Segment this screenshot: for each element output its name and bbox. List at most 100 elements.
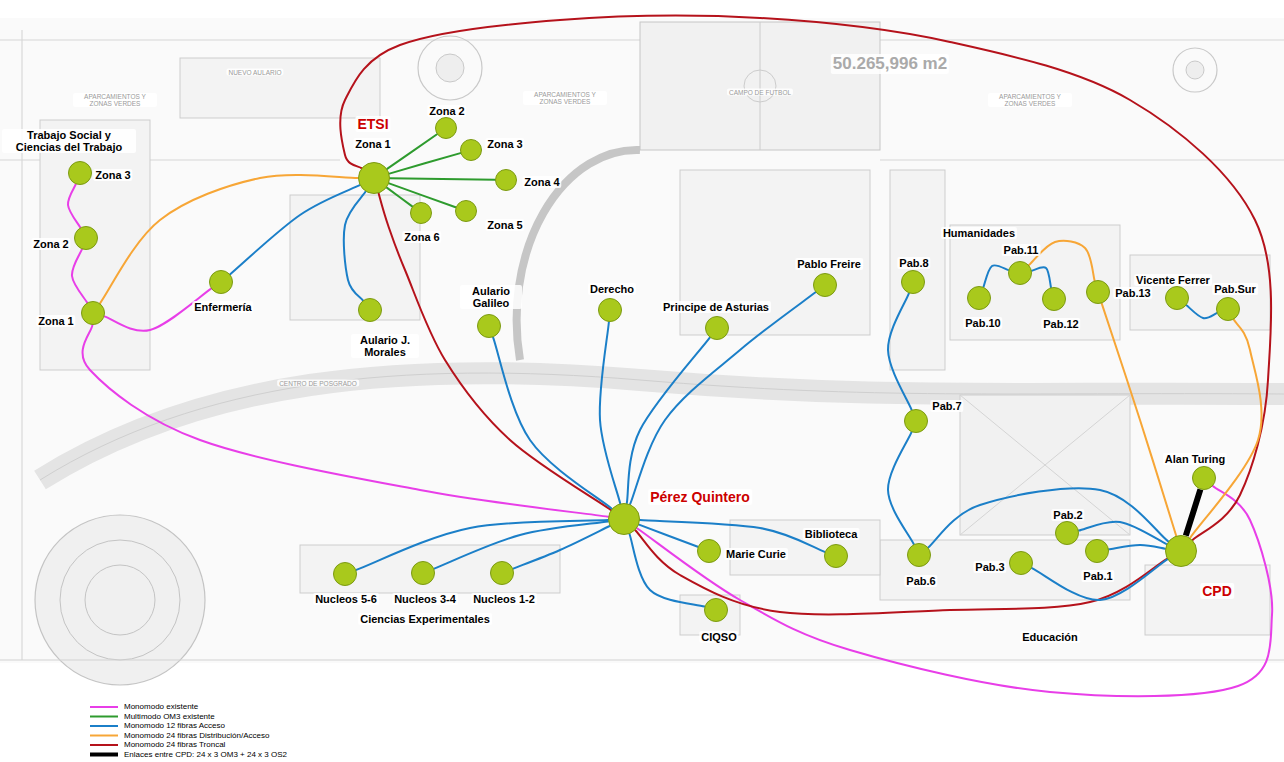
map-label: Educación (1020, 631, 1080, 643)
building (680, 595, 740, 635)
building (880, 540, 1130, 600)
fiber-link (387, 188, 412, 207)
node-label: CIQSO (699, 631, 738, 643)
network-node: Pab.Sur (1216, 297, 1240, 321)
node-label: CPD (1200, 583, 1234, 599)
node-label: Marie Curie (724, 548, 788, 560)
fiber-link (344, 192, 366, 301)
node-label: Pablo Freire (795, 258, 863, 270)
node-label: Zona 5 (485, 219, 524, 231)
network-node: Pablo Freire (813, 273, 837, 297)
fiber-link (984, 265, 1009, 287)
node-label: Nucleos 3-4 (392, 593, 458, 605)
node-label: Zona 2 (427, 105, 466, 117)
node-label: ETSI (355, 116, 390, 132)
fiber-link (600, 322, 620, 504)
network-node: Zona 2 (74, 226, 98, 250)
building (1145, 565, 1270, 635)
node-label: Vicente Ferrer (1134, 274, 1212, 286)
network-node: Zona 4 (495, 169, 517, 191)
building (890, 170, 945, 370)
fiber-link (493, 337, 612, 508)
legend-text: Multimodo OM3 existente (124, 713, 215, 721)
node-label: Zona 6 (402, 231, 441, 243)
fiber-link (72, 249, 87, 302)
fiber-link (68, 184, 80, 227)
network-node: Derecho (598, 298, 622, 322)
plaza (960, 395, 1130, 535)
map-label: Ciencias Experimentales (358, 613, 492, 625)
network-node: Principe de Asturias (705, 316, 729, 340)
node-label: Pab.2 (1051, 509, 1084, 521)
map-label: CAMPO DE FUTBOL (727, 89, 793, 96)
network-node: Pab.12 (1042, 287, 1066, 311)
fiber-link (390, 178, 495, 180)
node-label: Nucleos 1-2 (471, 593, 537, 605)
fiber-link (630, 534, 705, 607)
plaza-line (960, 395, 1130, 535)
fiber-link (1102, 303, 1177, 535)
legend-text: Enlaces entre CPD: 24 x 3 OM3 + 24 x 3 O… (124, 751, 287, 759)
network-node: Marie Curie (697, 539, 721, 563)
node-label: Biblioteca (803, 528, 860, 540)
network-node: Pab.8 (901, 270, 925, 294)
node-label: Pab.12 (1041, 318, 1080, 330)
map-label: APARCAMIENTOS Y ZONAS VERDES (73, 93, 157, 107)
plaza-line (960, 395, 1130, 535)
network-node: Biblioteca (824, 544, 848, 568)
node-label: Pab.1 (1081, 570, 1114, 582)
building (950, 225, 1120, 340)
node-label: Zona 2 (31, 238, 70, 250)
fiber-link (387, 134, 437, 169)
node-label: Zona 3 (93, 169, 132, 181)
network-node: Zona 6 (410, 202, 432, 224)
legend-sample (90, 753, 118, 757)
fiber-link (1032, 267, 1051, 287)
node-label: Humanidades (941, 227, 1017, 239)
node-label: Zona 1 (353, 138, 392, 150)
map-label: NUEVO AULARIO (226, 69, 283, 76)
fiber-link (83, 325, 609, 517)
network-node: Zona 1 (81, 301, 105, 325)
fiber-link (340, 16, 1271, 540)
node-label: Pab.Sur (1212, 283, 1258, 295)
legend-text: Monomodo 24 fibras Distribución/Acceso (124, 732, 269, 740)
road-line (0, 660, 1284, 661)
node-label: Pab.13 (1113, 287, 1152, 299)
fiber-link (434, 521, 608, 568)
map-label: 50.265,996 m2 (831, 54, 949, 74)
node-label: Pab.7 (930, 400, 963, 412)
node-label: Aulario Galileo (460, 285, 522, 309)
network-node: Zona 5 (455, 200, 477, 222)
node-label: Derecho (588, 283, 636, 295)
road-line (880, 160, 1284, 161)
fiber-link (356, 520, 608, 570)
legend-sample (90, 735, 118, 737)
node-label: Aulario J. Morales (351, 334, 419, 358)
network-node: Pab.2 (1055, 521, 1079, 545)
map-label: APARCAMIENTOS Y ZONAS VERDES (988, 93, 1072, 107)
network-node: Pab.10 (967, 286, 991, 310)
node-label: Pab.8 (897, 257, 930, 269)
node-label: Trabajo Social y Ciencias del Trabajo (2, 129, 136, 153)
fiber-link (230, 185, 360, 274)
network-node: Aulario Galileo (477, 314, 501, 338)
fiber-link (1186, 489, 1201, 535)
field-circle (744, 70, 776, 102)
network-node: Nucleos 5-6 (333, 562, 357, 586)
road-line (22, 30, 23, 660)
roundabout (436, 54, 464, 82)
legend-text: Monomodo 24 fibras Troncal (124, 741, 225, 749)
field-line (760, 22, 761, 150)
legend-text: Monomodo 12 fibras Acceso (124, 722, 225, 730)
roundabout (1186, 61, 1204, 79)
roundabout (1173, 48, 1217, 92)
node-label: Zona 3 (485, 138, 524, 150)
fiber-link (1032, 559, 1167, 600)
fiber-link (630, 292, 815, 504)
network-node: Zona 3 (460, 139, 482, 161)
